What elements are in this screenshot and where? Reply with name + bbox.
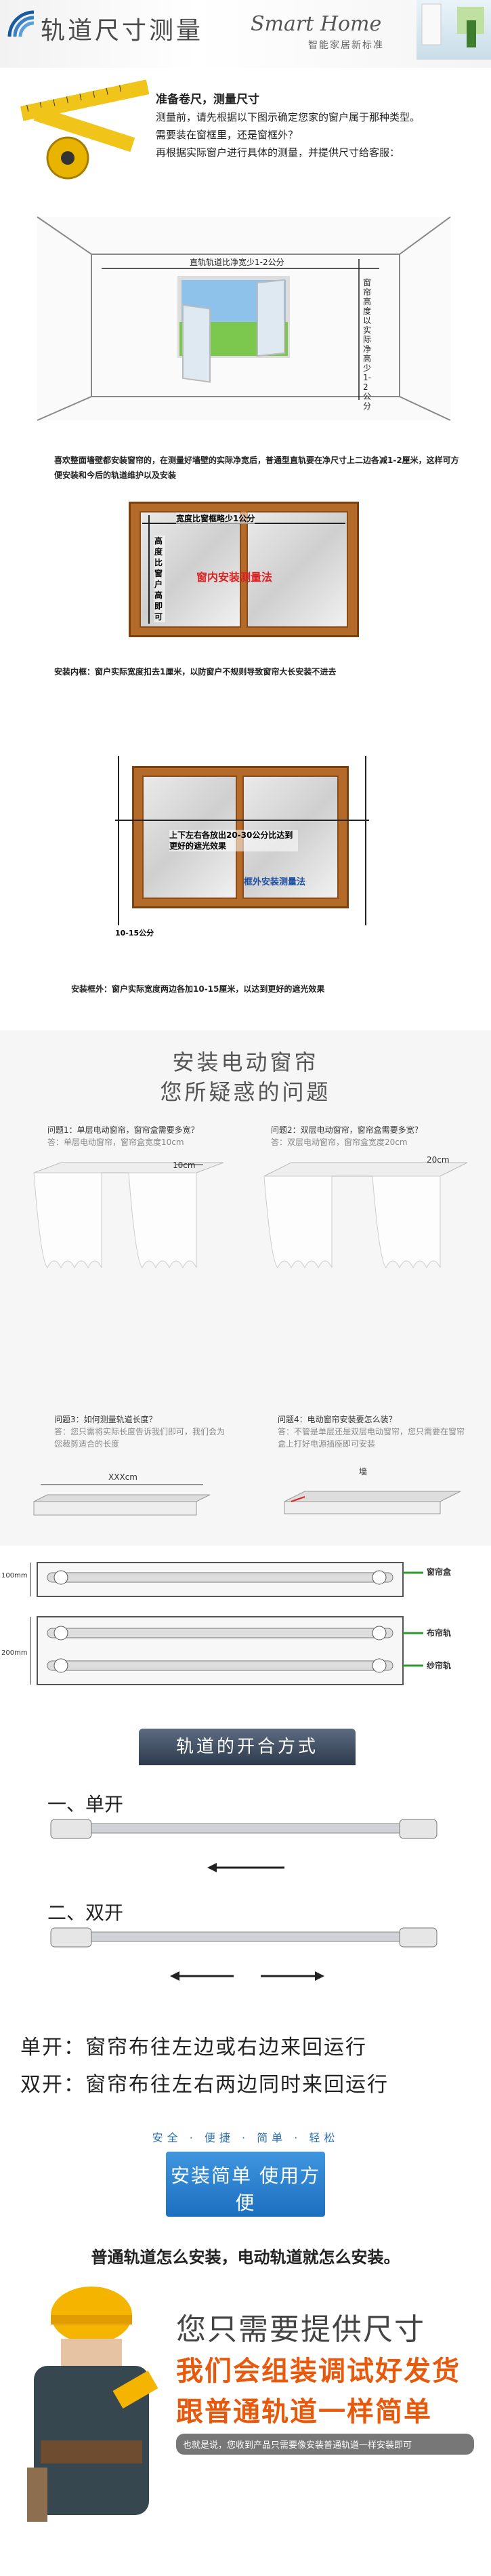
question-text: 问题4：电动窗帘安装要怎么装？ <box>278 1415 397 1424</box>
inner-install-section: 宽度比窗框略少1公分 高度比窗户高即可 窗内安装测量法 安装内框：窗户实际宽度扣… <box>0 495 491 739</box>
track-cross-section <box>30 1562 423 1685</box>
outer-width-label: 上下左右各放出20-30公分比达到更好的遮光效果 <box>169 830 298 851</box>
outer-install-section: 上下左右各放出20-30公分比达到更好的遮光效果 框外安装测量法 10-15公分… <box>0 739 491 1024</box>
double-open-track <box>50 1927 437 1981</box>
worker-illustration <box>27 2287 158 2522</box>
double-curtain-illustration <box>263 1162 468 1269</box>
wall-caption: 喜欢整面墙壁都安装窗帘的，在测量好墙壁的实际净宽后，普通型直轨要在净尺寸上二边各… <box>54 456 459 480</box>
track-diagram-section: 窗帘盒 布帘轨 纱帘轨 100mm 200mm <box>0 1546 491 1722</box>
q3-dimension: XXXcm <box>108 1472 137 1482</box>
faq-title: 安装电动窗帘 <box>172 1049 319 1075</box>
track-rail2-label: 纱帘轨 <box>427 1661 452 1670</box>
question-text: 问题3：如何测量轨道长度？ <box>54 1415 157 1424</box>
answer-text: 答：您只需将实际长度告诉我们即可，我们会为您裁剪适合的长度 <box>54 1427 226 1449</box>
install-section: 安全 · 便捷 · 简单 · 轻松 安装简单 使用方便 Installation… <box>0 2115 491 2576</box>
wall-measurement-section: 直轨轨道比净宽少1-2公分 窗帘高度以实际净高少1-2公分 喜欢整面墙壁都安装窗… <box>0 203 491 495</box>
inner-method-label: 窗内安装测量法 <box>196 571 273 584</box>
outer-method-label: 框外安装测量法 <box>244 877 306 887</box>
intro-text: 准备卷尺，测量尺寸 测量前，请先根据以下图示确定您家的窗户属于那种类型。 需要装… <box>156 91 474 161</box>
modes-banner: 轨道的开合方式 <box>139 1729 356 1765</box>
page-header: 轨道尺寸测量 Smart Home 智能家居新标准 <box>0 0 491 68</box>
question-text: 问题2：双层电动窗帘，窗帘盒需要多宽？ <box>271 1125 423 1135</box>
answer-text: 答：双层电动窗帘，窗帘盒宽度20cm <box>271 1138 408 1147</box>
intro-line: 需要装在窗框里，还是窗框外？ <box>156 129 299 141</box>
brand-subtitle: 智能家居新标准 <box>308 40 384 51</box>
single-open-description: 单开：窗帘布往左边或右边来回运行 <box>20 2036 367 2059</box>
rail-length-illustration <box>33 1484 211 1516</box>
outer-corner-label: 10-15公分 <box>115 927 154 938</box>
assembled-line: 我们会组装调试好发货 <box>176 2356 461 2387</box>
faq-q2: 问题2：双层电动窗帘，窗帘盒需要多宽？ 答：双层电动窗帘，窗帘盒宽度20cm <box>271 1124 474 1148</box>
answer-text: 答：单层电动窗帘，窗帘盒宽度10cm <box>47 1138 184 1147</box>
install-note: 也就是说，您收到产品只需要像安装普通轨道一样安装即可 <box>176 2434 474 2455</box>
open-modes-section: 轨道的开合方式 一、单开 二、双开 单开：窗帘布往左边或右边来回运行 双开：窗帘… <box>0 1722 491 2115</box>
wall-mount-illustration <box>284 1491 461 1514</box>
track-dim-200: 200mm <box>1 1649 28 1657</box>
tape-measure-icon <box>20 79 150 180</box>
install-easy-badge: 安装简单 使用方便 Installation is simple and eas… <box>166 2152 325 2240</box>
faq-section: 安装电动窗帘 您所疑惑的问题 问题1：单层电动窗帘，窗帘盒需要多宽？ 答：单层电… <box>0 1030 491 1546</box>
wall-diagram <box>37 216 451 421</box>
inner-width-label: 宽度比窗框略少1公分 <box>176 512 255 524</box>
provide-size-line: 您只需要提供尺寸 <box>176 2312 425 2347</box>
track-width-label: 直轨轨道比净宽少1-2公分 <box>190 258 284 267</box>
curtain-height-label: 窗帘高度以实际净高少1-2公分 <box>363 278 372 411</box>
single-open-heading: 一、单开 <box>47 1793 124 1815</box>
page-title: 轨道尺寸测量 <box>41 17 204 45</box>
header-photo <box>417 0 491 60</box>
faq-subtitle: 您所疑惑的问题 <box>160 1079 331 1105</box>
q1-dimension: 10cm <box>173 1161 196 1170</box>
faq-q4: 问题4：电动窗帘安装要怎么装？ 答：不管是单层还是双层电动窗帘，您只需要在窗帘盒… <box>278 1413 467 1450</box>
brand-name: Smart Home <box>251 12 382 36</box>
install-statement: 普通轨道怎么安装，电动轨道就怎么安装。 <box>91 2248 400 2267</box>
single-open-track <box>50 1819 437 1872</box>
badge-subtitle: Installation is simple and easy to use <box>173 2219 318 2240</box>
double-open-heading: 二、双开 <box>47 1901 124 1924</box>
track-rail1-label: 布帘轨 <box>427 1628 452 1638</box>
q4-dimension: 墙 <box>359 1467 368 1476</box>
double-open-description: 双开：窗帘布往左右两边同时来回运行 <box>20 2073 389 2097</box>
question-text: 问题1：单层电动窗帘，窗帘盒需要多宽？ <box>47 1125 199 1135</box>
track-box-label: 窗帘盒 <box>427 1567 452 1577</box>
outer-arrows <box>115 756 369 925</box>
q2-dimension: 20cm <box>427 1155 450 1165</box>
inner-caption: 安装内框：窗户实际宽度扣去1厘米，以防窗户不规则导致窗帘大长安装不进去 <box>54 667 337 677</box>
outer-caption: 安装框外：窗户实际宽度两边各加10-15厘米，以达到更好的遮光效果 <box>71 984 325 994</box>
install-tagline: 安全 · 便捷 · 简单 · 轻松 <box>152 2131 339 2144</box>
signal-icon <box>7 10 35 37</box>
single-curtain-illustration <box>33 1162 224 1269</box>
faq-q3: 问题3：如何测量轨道长度？ 答：您只需将实际长度告诉我们即可，我们会为您裁剪适合… <box>54 1413 230 1450</box>
badge-title: 安装简单 使用方便 <box>171 2165 320 2214</box>
track-dim-100: 100mm <box>1 1572 28 1579</box>
intro-line: 再根据实际窗户进行具体的测量，并提供尺寸给客服： <box>156 146 400 159</box>
window-pane <box>247 511 348 628</box>
faq-q1: 问题1：单层电动窗帘，窗帘盒需要多宽？ 答：单层电动窗帘，窗帘盒宽度10cm <box>47 1124 251 1148</box>
intro-line: 测量前，请先根据以下图示确定您家的窗户属于那种类型。 <box>156 111 421 123</box>
simple-line: 跟普通轨道一样简单 <box>176 2396 432 2428</box>
answer-text: 答：不管是单层还是双层电动窗帘，您只需要在窗帘盒上打好电源插座即可安装 <box>278 1427 465 1449</box>
intro-section: 准备卷尺，测量尺寸 测量前，请先根据以下图示确定您家的窗户属于那种类型。 需要装… <box>0 68 491 190</box>
inner-height-label: 高度比窗户高即可 <box>154 536 165 622</box>
intro-heading: 准备卷尺，测量尺寸 <box>156 93 259 106</box>
